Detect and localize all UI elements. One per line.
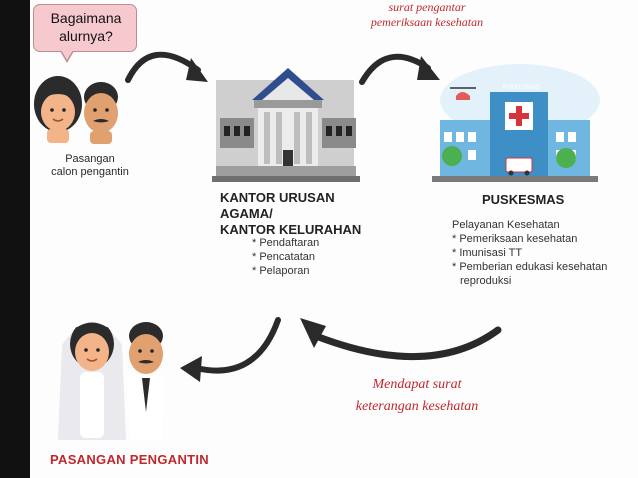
kua-services-list: * Pendaftaran * Pencatatan * Pelaporan [252,236,319,278]
groom-icon [84,82,118,144]
arrow-to-final [193,317,281,374]
health-cert-line-1: Mendapat surat [372,377,462,392]
puskesmas-sign: PUSKESMAS [502,85,539,91]
arrow-back-to-kua [312,326,502,361]
kua-service-item: * Pelaporan [252,265,310,277]
puskesmas-service-item: * Imunisasi TT [452,247,523,259]
bubble-tail-inner [61,50,73,60]
question-bubble: Bagaimana alurnya? [33,4,137,52]
health-cert-line-2: keterangan kesehatan [355,399,479,414]
puskesmas-service-item: * Pemeriksaan kesehatan [452,233,578,245]
couple-label: Pasangan calon pengantin [44,153,136,179]
question-line-1: Bagaimana [50,10,122,26]
kua-service-item: * Pencatatan [252,251,315,263]
bride-icon [34,76,82,143]
puskesmas-service-item-cont: reproduksi [460,275,512,287]
arrow-to-puskesmas [359,53,431,85]
puskesmas-services-list: Pelayanan Kesehatan * Pemeriksaan keseha… [452,218,632,288]
final-bride-icon [58,319,126,440]
arrowhead-to-kua [186,58,208,82]
referral-line-1: surat pengantar [388,0,466,14]
left-dark-bar [0,0,30,478]
arrowhead-to-final [180,356,202,382]
referral-line-2: pemeriksaan kesehatan [370,15,484,29]
kua-title-line-2: KANTOR KELURAHAN [220,222,362,237]
final-groom-icon [128,322,164,440]
puskesmas-building-icon [432,64,600,182]
kua-service-item: * Pendaftaran [252,237,320,249]
arrowhead-to-puskesmas [417,56,440,80]
couple-line-1: Pasangan [65,153,115,165]
health-certificate-label: Mendapat surat keterangan kesehatan [352,374,482,418]
question-text: Bagaimana alurnya? [34,9,138,45]
kua-title-line-1: KANTOR URUSAN AGAMA/ [220,190,335,221]
kua-building-icon [212,68,360,182]
arrowhead-back-to-kua [300,318,326,348]
puskesmas-title: PUSKESMAS [482,192,565,207]
arrow-to-kua [125,51,201,83]
kua-title: KANTOR URUSAN AGAMA/ KANTOR KELURAHAN [220,190,390,238]
puskesmas-service-item: * Pemberian edukasi kesehatan [452,261,608,273]
puskesmas-subtitle: Pelayanan Kesehatan [452,219,560,231]
married-couple-label: PASANGAN PENGANTIN [50,452,210,467]
question-line-2: alurnya? [59,28,113,44]
couple-line-2: calon pengantin [51,166,129,178]
referral-letter-label: surat pengantar pemeriksaan kesehatan [350,0,504,30]
